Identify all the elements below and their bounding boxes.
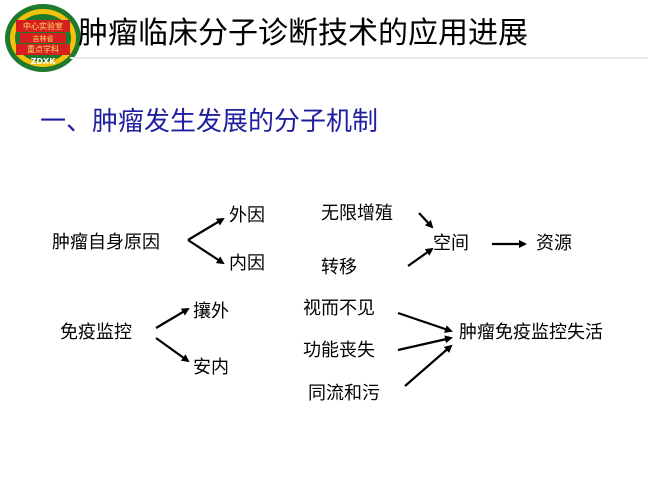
logo-line1: 中心实验室 — [23, 21, 63, 31]
node-tumor-self: 肿瘤自身原因 — [52, 232, 160, 253]
node-space: 空间 — [433, 233, 469, 254]
arrow-immune-to-secure — [155, 337, 190, 363]
node-metastasis: 转移 — [321, 257, 357, 278]
node-blind: 视而不见 — [303, 298, 375, 319]
logo-text-band-bottom — [16, 44, 70, 55]
logo-text-band-mid — [20, 33, 66, 43]
node-internal: 内因 — [229, 253, 265, 274]
slide-title: 肿瘤临床分子诊断技术的应用进展 — [78, 16, 528, 51]
node-reject-outside: 攘外 — [193, 301, 229, 322]
arrow-collusion-to-failure — [404, 344, 453, 387]
logo-line4: ZDXK — [31, 57, 57, 66]
section-heading: 一、肿瘤发生发展的分子机制 — [40, 107, 379, 137]
logo-line3: 重点学科 — [27, 44, 59, 54]
arrow-immune-to-reject — [155, 307, 190, 329]
arrow-self-to-internal — [187, 239, 225, 265]
node-resource: 资源 — [536, 233, 572, 254]
arrow-dysfunction-to-failure — [397, 335, 453, 352]
node-immune-failure: 肿瘤免疫监控失活 — [459, 322, 603, 343]
arrow-self-to-external — [187, 217, 225, 241]
logo-line2: 吉林省 — [33, 34, 54, 43]
title-divider — [70, 57, 648, 59]
node-collusion: 同流和污 — [308, 383, 380, 404]
node-dysfunction: 功能丧失 — [303, 340, 375, 361]
arrow-blind-to-failure — [397, 311, 453, 333]
node-immune-surveillance: 免疫监控 — [60, 322, 132, 343]
node-secure-inside: 安内 — [193, 357, 229, 378]
arrow-metastasis-to-space — [407, 247, 434, 267]
logo-text-band-top — [16, 20, 70, 32]
logo: 中心实验室 吉林省 重点学科 ZDXK — [4, 3, 82, 73]
node-unlimited-proliferation: 无限增殖 — [321, 203, 393, 224]
node-external: 外因 — [229, 205, 265, 226]
arrow-proliferation-to-space — [418, 212, 434, 229]
